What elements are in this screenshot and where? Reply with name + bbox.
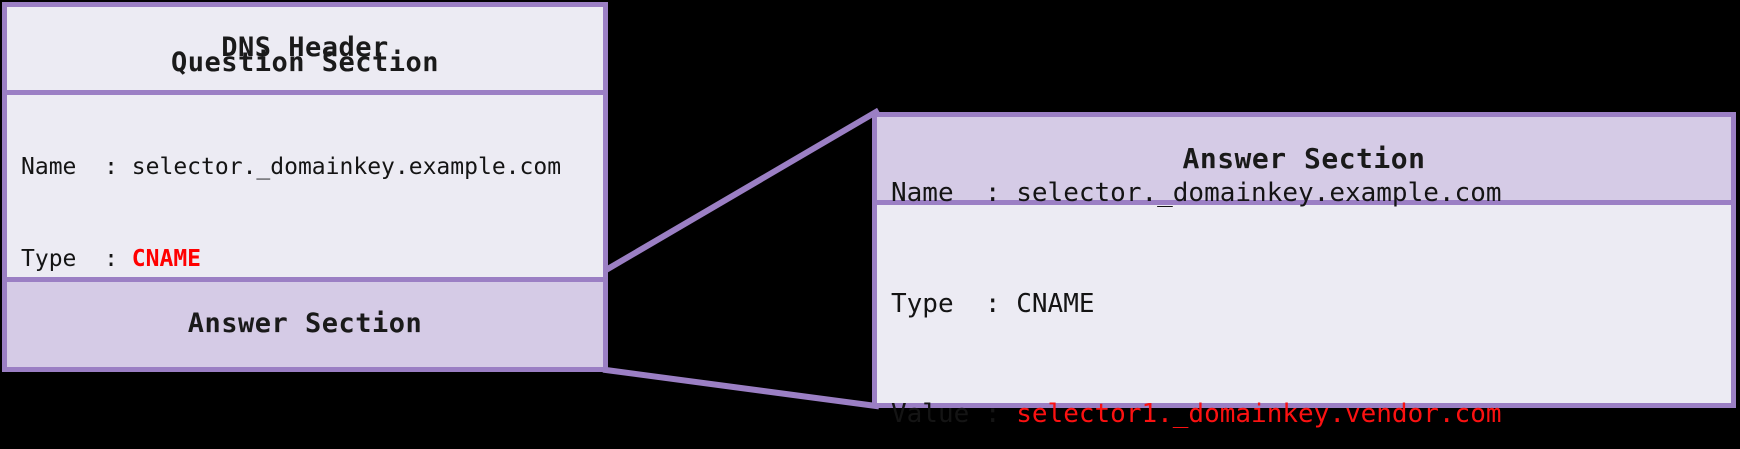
answer-field-name-value: selector._domainkey.example.com xyxy=(1016,177,1502,208)
question-field-type-sep: : xyxy=(90,245,132,272)
answer-field-name-key: Name xyxy=(891,177,970,208)
answer-field-name: Name : selector._domainkey.example.com xyxy=(891,175,1731,212)
question-section: Question Section Name : selector._domain… xyxy=(7,47,603,277)
answer-field-value-key: Value xyxy=(891,399,970,430)
dns-header-section: DNS Header xyxy=(7,7,603,90)
answer-detail-header: Answer Section xyxy=(877,117,1731,200)
answer-section-summary: Answer Section xyxy=(7,282,603,367)
answer-field-name-sep: : xyxy=(969,177,1017,208)
answer-detail-fields: Name : selector._domainkey.example.com T… xyxy=(877,101,1731,449)
question-field-name-sep: : xyxy=(90,154,132,181)
callout-lower-line xyxy=(602,366,880,410)
question-section-title: Question Section xyxy=(170,47,440,79)
question-field-name-value: selector._domainkey.example.com xyxy=(131,154,562,181)
answer-detail-body: Name : selector._domainkey.example.com T… xyxy=(877,178,1731,429)
dns-header-title: DNS Header xyxy=(221,32,389,64)
answer-field-value-value: selector1._domainkey.vendor.com xyxy=(1016,399,1502,430)
answer-field-type-key: Type xyxy=(891,288,970,319)
answer-section-summary-title: Answer Section xyxy=(187,308,423,340)
answer-field-type-sep: : xyxy=(969,288,1017,319)
question-field-name: Name : selector._domainkey.example.com xyxy=(21,152,603,182)
answer-field-value: Value : selector1._domainkey.vendor.com xyxy=(891,396,1731,433)
question-field-type: Type : CNAME xyxy=(21,244,603,274)
answer-field-value-sep: : xyxy=(969,399,1017,430)
question-field-type-value: CNAME xyxy=(131,245,202,272)
answer-field-type-value: CNAME xyxy=(1016,288,1095,319)
answer-field-type: Type : CNAME xyxy=(891,286,1731,323)
question-section-fields: Name : selector._domainkey.example.com T… xyxy=(7,92,603,335)
question-field-type-key: Type xyxy=(21,245,91,272)
answer-detail-title: Answer Section xyxy=(1182,141,1426,175)
answer-section-detail-panel: Answer Section Name : selector._domainke… xyxy=(872,112,1736,429)
callout-upper-line xyxy=(601,107,881,275)
question-field-name-key: Name xyxy=(21,154,91,181)
dns-response-message-panel: DNS Header Question Section Name : selec… xyxy=(2,2,608,372)
